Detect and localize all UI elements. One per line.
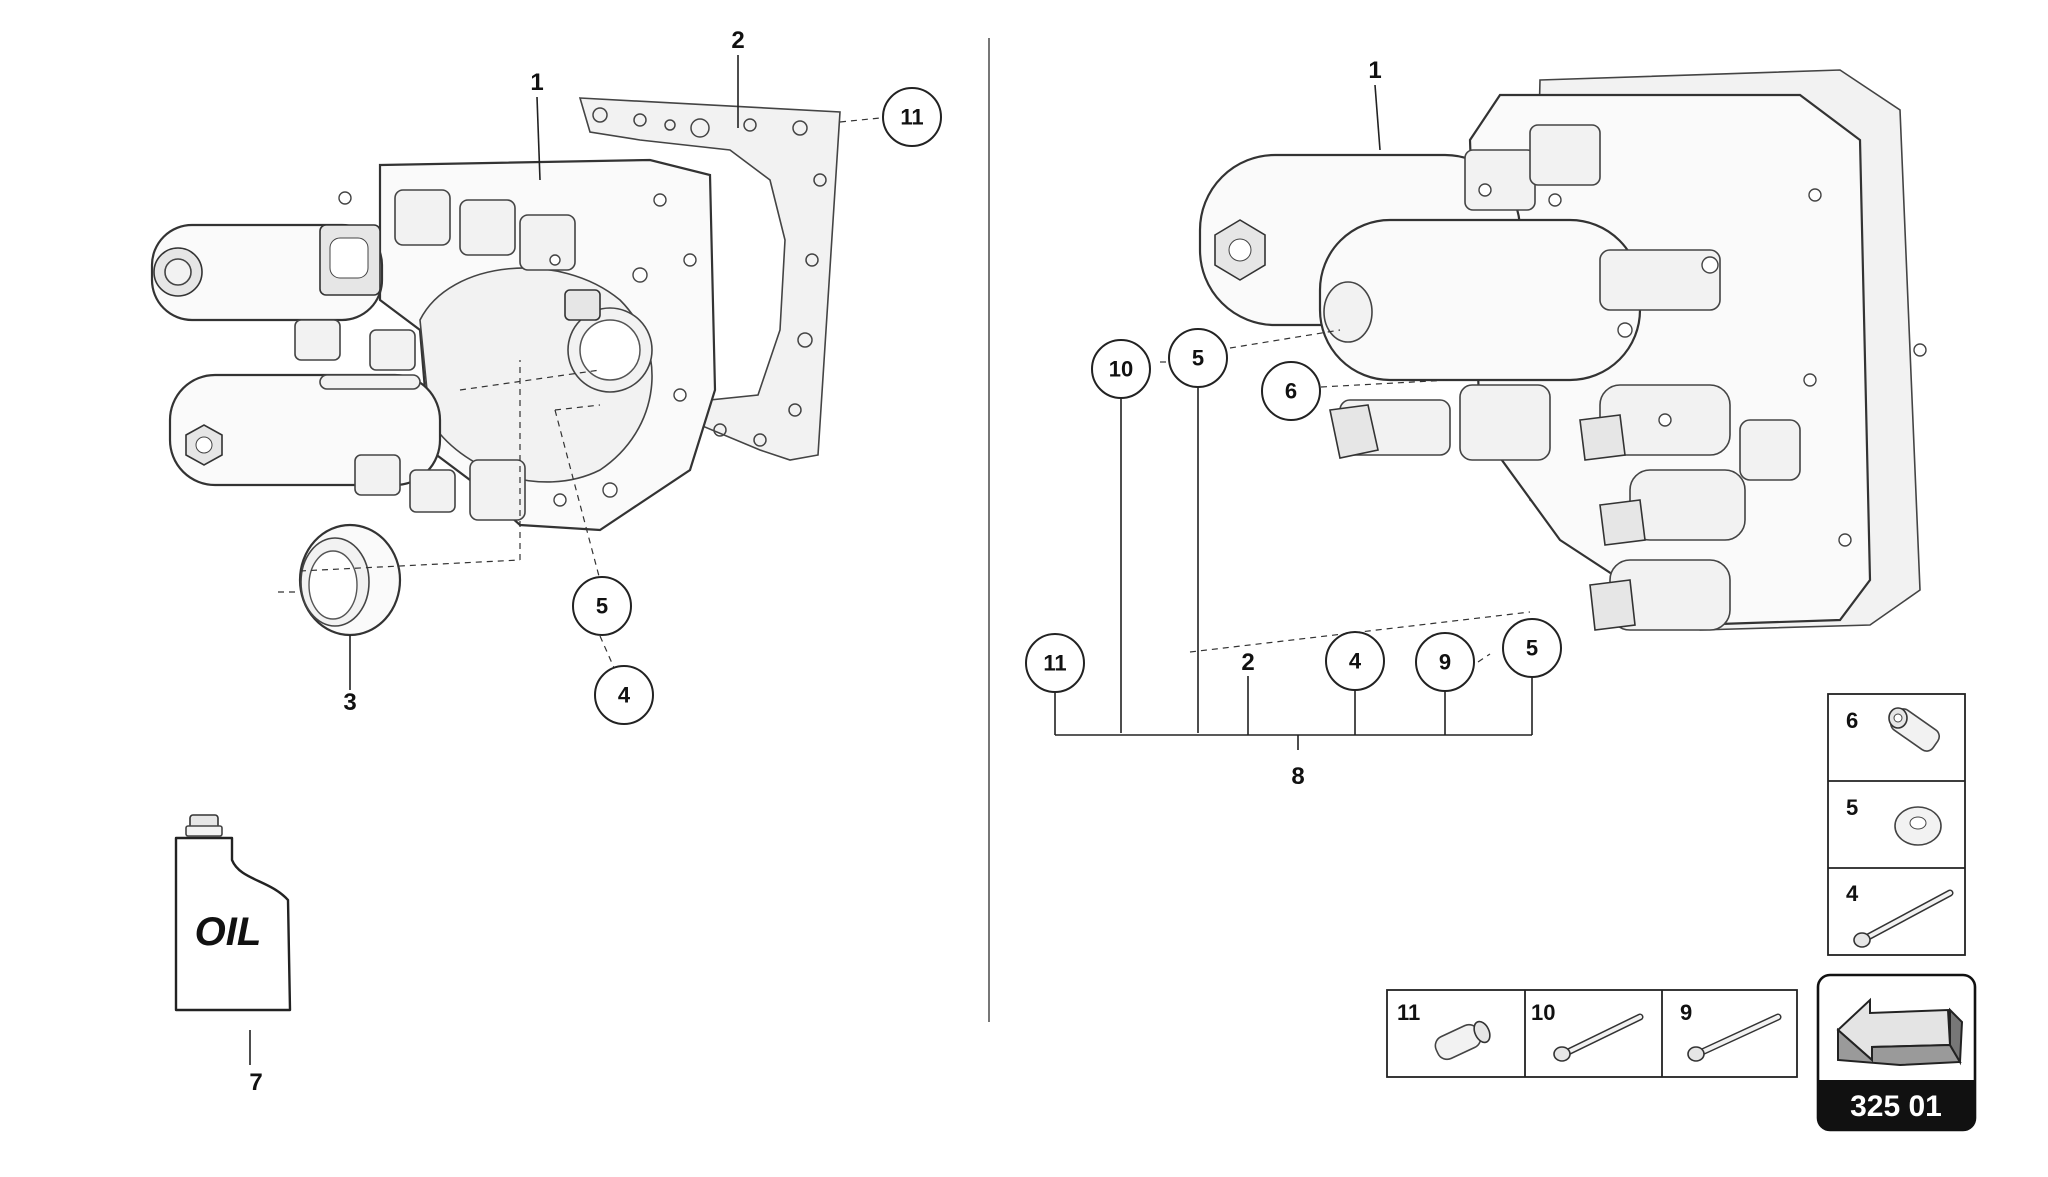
oil-can-drawing: OIL	[174, 814, 292, 1012]
svg-text:6: 6	[1285, 379, 1297, 404]
reference-badge: 325 01	[1816, 973, 1977, 1132]
legend-num-9: 9	[1680, 1000, 1692, 1025]
label-assembly-left: 1	[530, 69, 543, 96]
svg-text:5: 5	[1192, 346, 1204, 371]
label-gasket-right: 2	[1241, 649, 1254, 676]
long-screw-icon	[1553, 1013, 1644, 1062]
washer-icon	[1894, 806, 1942, 846]
svg-text:11: 11	[900, 105, 923, 130]
screw-icon	[1853, 889, 1954, 948]
svg-text:5: 5	[1526, 636, 1538, 661]
legend-num-4: 4	[1846, 881, 1859, 906]
callout-11-right: 11	[1025, 633, 1085, 693]
seal-ring-drawing	[298, 523, 402, 637]
left-assembly-drawing	[150, 97, 841, 532]
gasket-drawing	[578, 97, 841, 461]
arrow-icon	[1836, 997, 1964, 1067]
legend-num-6: 6	[1846, 708, 1858, 733]
svg-text:10: 10	[1109, 357, 1133, 382]
label-seal-ring: 3	[343, 689, 356, 716]
callout-9-right: 9	[1415, 632, 1475, 692]
callout-6-right: 6	[1261, 361, 1321, 421]
screw-icon-2	[1687, 1013, 1782, 1062]
svg-text:5: 5	[596, 594, 608, 619]
legend-horizontal: 11 10 9	[1386, 989, 1798, 1078]
callout-5-left: 5	[572, 576, 632, 636]
legend-num-11: 11	[1397, 1000, 1420, 1025]
svg-text:11: 11	[1043, 651, 1066, 676]
legend-num-10: 10	[1531, 1000, 1555, 1025]
callout-4-left: 4	[594, 665, 654, 725]
callout-10-right: 10	[1091, 339, 1151, 399]
callout-4-right: 4	[1325, 631, 1385, 691]
legend-num-5: 5	[1846, 795, 1858, 820]
callout-5-right-upper: 5	[1168, 328, 1228, 388]
svg-text:9: 9	[1439, 650, 1451, 675]
callout-11-left: 11	[882, 87, 942, 147]
callout-5-right-lower: 5	[1502, 618, 1562, 678]
label-gasket: 2	[731, 27, 744, 54]
bushing-icon	[1434, 1020, 1491, 1061]
legend-vertical: 6 5 4	[1827, 693, 1966, 956]
svg-text:4: 4	[1349, 649, 1362, 674]
svg-text:4: 4	[618, 683, 631, 708]
oil-label: OIL	[195, 910, 262, 954]
label-oil: 7	[249, 1069, 262, 1096]
bolt-plug-icon	[1888, 707, 1941, 752]
right-assembly-drawing	[1198, 69, 1927, 631]
reference-code: 325 01	[1850, 1090, 1942, 1123]
label-kit: 8	[1291, 763, 1304, 790]
label-assembly-right: 1	[1368, 57, 1381, 84]
